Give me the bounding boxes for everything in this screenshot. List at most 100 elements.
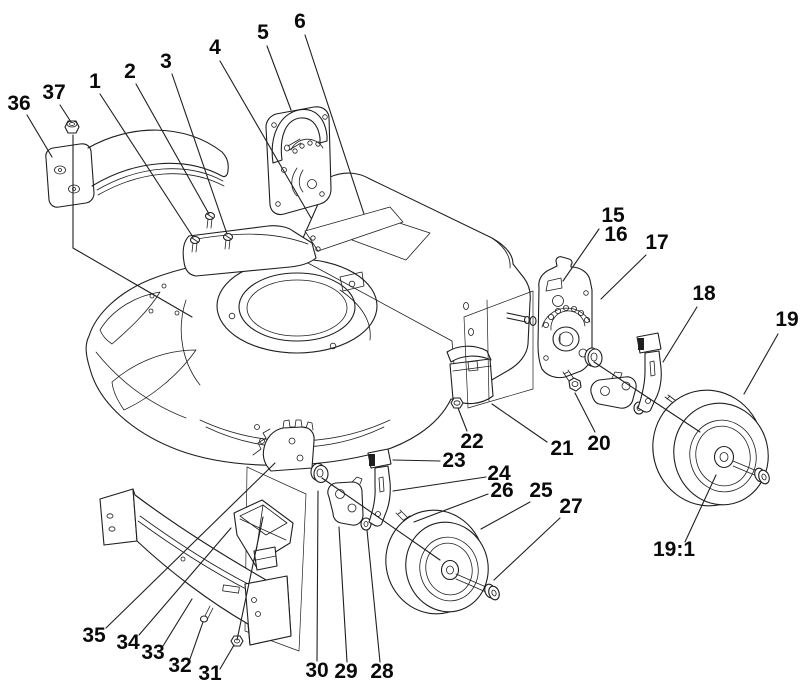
pad-hole-center (58, 168, 62, 172)
leader-line-5 (266, 45, 292, 111)
hub (440, 559, 460, 581)
callout-label-35: 35 (82, 624, 106, 647)
hub (713, 445, 735, 469)
deck-corner-roll (491, 237, 511, 269)
end-face-hole (251, 597, 257, 603)
rear-baffle (446, 345, 494, 405)
leader-line-6 (304, 34, 365, 215)
deck-hole (148, 308, 154, 314)
bracket-pad (45, 143, 95, 208)
index-arc-inner (550, 310, 586, 331)
callout-label-28: 28 (370, 660, 394, 683)
d-window (545, 277, 563, 292)
deck-hole (174, 310, 180, 316)
callout-label-21: 21 (550, 437, 574, 460)
skirt-top-edge (134, 494, 283, 590)
hub-bore (558, 331, 574, 347)
leader-line-37 (59, 104, 72, 123)
arm-lower-edge (91, 162, 229, 187)
callout-label-2: 2 (124, 60, 136, 83)
arc-hole (299, 143, 305, 149)
mower-deck-housing (85, 172, 537, 466)
wheel-arm-rear-18 (636, 332, 662, 413)
deck-outline (85, 172, 531, 466)
screw-3 (222, 232, 234, 250)
handle-bracket (45, 129, 229, 208)
plate-hole (319, 191, 325, 197)
adjuster-hole (543, 355, 549, 361)
leader-line-28 (366, 529, 381, 663)
skirt-accent (137, 520, 249, 591)
callout-label-19:1: 19:1 (653, 538, 695, 561)
adjuster-hole (583, 290, 589, 296)
callout-label-36: 36 (7, 92, 30, 115)
index-hole (555, 307, 562, 314)
pad-hole (54, 165, 66, 175)
leader-line-3 (171, 73, 228, 235)
axle-bolt-rear (732, 460, 770, 485)
callout-label-32: 32 (168, 654, 191, 677)
arm-accent (97, 173, 225, 196)
arc-hole (292, 148, 298, 154)
callout-label-34: 34 (116, 631, 140, 654)
panel-rear (463, 290, 534, 409)
bolt-20 (562, 369, 582, 392)
leader-line-4 (219, 60, 312, 219)
hub-boss (552, 326, 580, 352)
index-hole (563, 304, 570, 311)
rear-skirt (99, 488, 292, 646)
hex-nut-22 (450, 397, 464, 409)
leader-line-21 (491, 403, 548, 443)
arm-accent (96, 168, 224, 191)
deck-hole (254, 424, 260, 430)
callout-label-5: 5 (257, 21, 269, 44)
deck-rear-hole (468, 328, 474, 336)
callout-label-33: 33 (141, 641, 164, 664)
callout-label-24: 24 (487, 462, 511, 485)
deck-rear-hole (463, 302, 469, 310)
arm-upper-edge (87, 129, 229, 171)
chute-body (233, 499, 294, 569)
flange-nut-37 (64, 120, 80, 134)
skirt-end-face (244, 575, 292, 646)
callout-label-16: 16 (604, 223, 627, 246)
front-vent-swoosh (111, 349, 197, 411)
skirt-accent (139, 515, 251, 586)
callout-label-23: 23 (442, 449, 465, 472)
leader-line-17 (600, 254, 647, 300)
rim-inner (695, 425, 751, 487)
ring-tab-hole (228, 312, 236, 320)
leader-line-30 (316, 490, 319, 662)
plate-hole (275, 201, 281, 207)
hub-bore (446, 565, 454, 575)
pad-hole (106, 513, 114, 519)
strip-hole (310, 235, 316, 241)
discharge-chute (233, 499, 294, 571)
height-adjuster-plate (537, 256, 593, 379)
washer-30 (310, 462, 329, 484)
leader-line-2 (135, 83, 210, 215)
deck-cover-plate (182, 225, 317, 277)
leader-line-24 (392, 476, 487, 492)
front-vent-swoosh (99, 291, 161, 345)
band-hole (180, 556, 186, 562)
leader-line-32 (189, 621, 204, 660)
panel-rear-fold (486, 299, 490, 402)
ring-tab-hole (329, 342, 337, 350)
cover-plate-outline (182, 225, 317, 277)
leader-line-35 (105, 462, 276, 629)
deck-rear-surface-edge (294, 255, 453, 342)
leader-line-23 (392, 459, 441, 462)
leader-line-36 (26, 114, 53, 158)
wheel-arm-front-23 (367, 448, 392, 527)
ring-clamp-tab (339, 271, 365, 292)
callout-label-37: 37 (42, 81, 65, 104)
leader-line-19:1 (684, 474, 717, 543)
index-hole (578, 309, 585, 316)
spacer-washer-rear (584, 347, 603, 368)
index-hole (548, 313, 555, 320)
leader-line-34 (138, 527, 232, 636)
height-sector-gear (252, 419, 315, 472)
callout-label-1: 1 (89, 70, 101, 93)
washer-28 (360, 517, 372, 531)
